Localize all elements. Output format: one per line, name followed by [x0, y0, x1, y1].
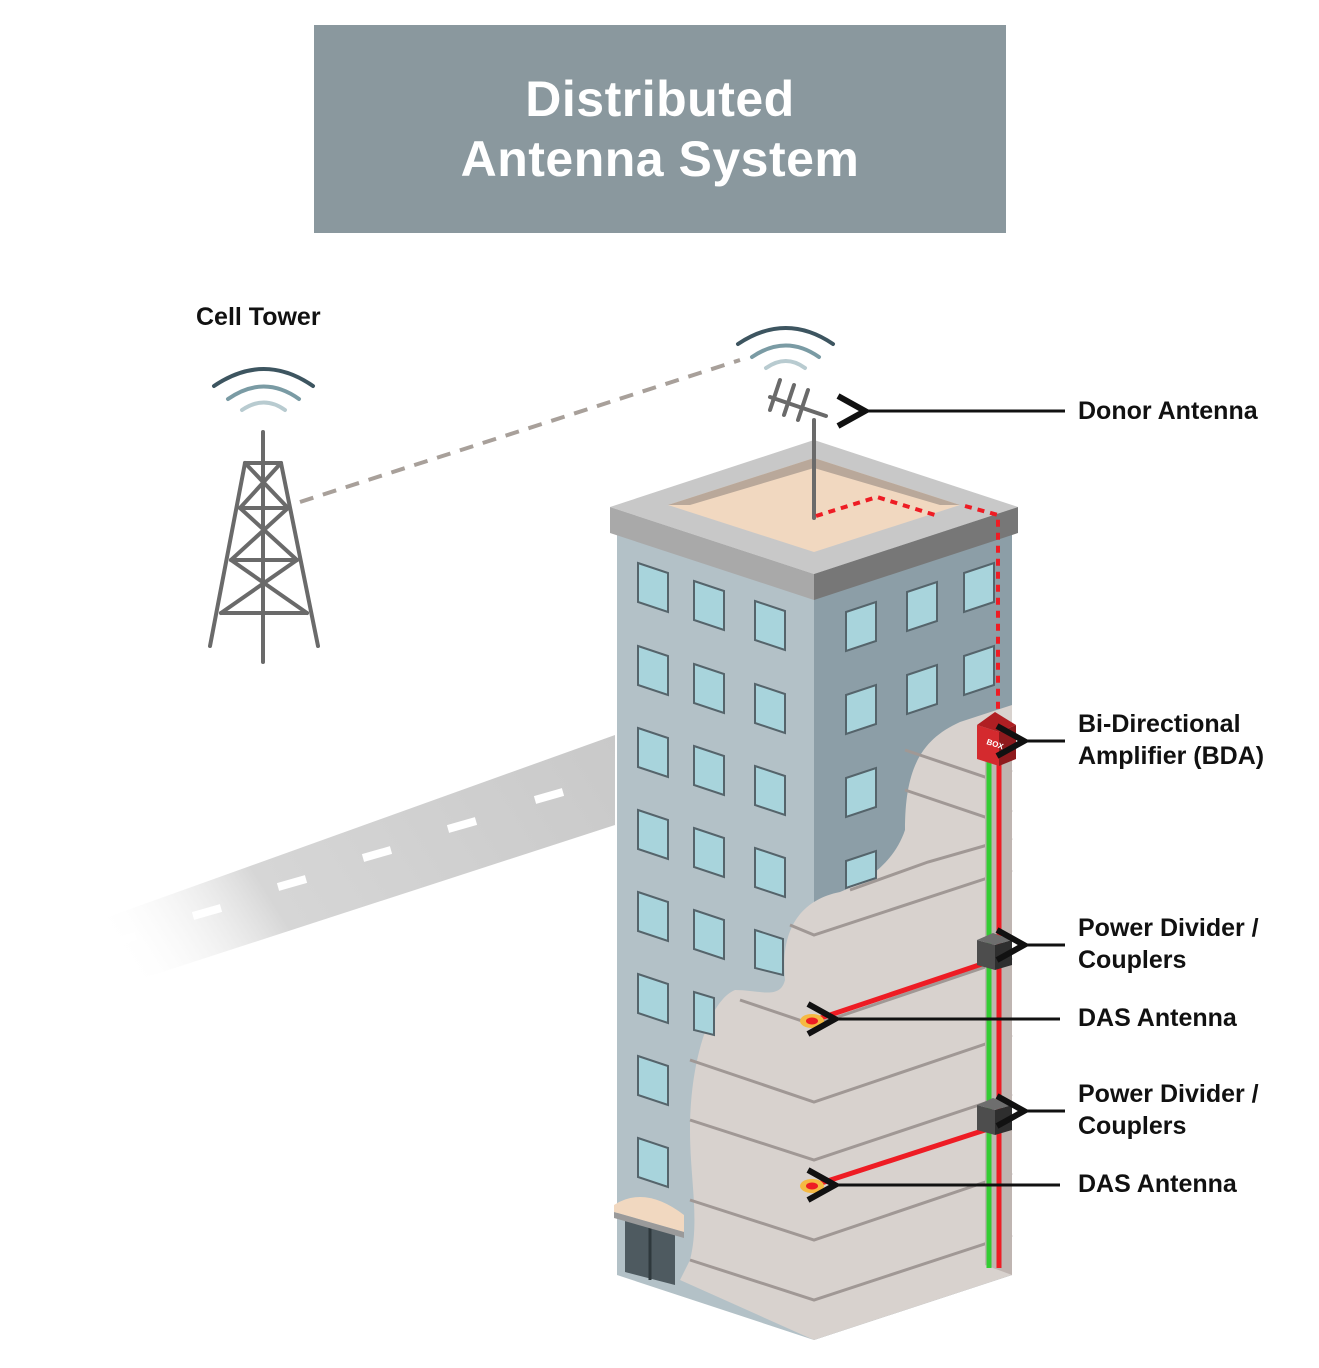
road: [30, 735, 615, 1015]
wireless-link: [299, 358, 741, 504]
das-antenna-1-icon: [800, 1014, 824, 1028]
building-cutaway: [680, 705, 1012, 1340]
cell-tower-label: Cell Tower: [196, 303, 321, 331]
callout-arrows: [835, 411, 1065, 1185]
front-windows: [637, 561, 786, 1189]
power-divider-1-label-line-1: Power Divider /: [1078, 914, 1259, 942]
power-divider-2-label-line-2: Couplers: [1078, 1112, 1187, 1140]
side-windows: [845, 561, 995, 890]
bda-label-line-2: Amplifier (BDA): [1078, 742, 1265, 770]
roof-cable: [815, 494, 1000, 712]
title-line-2: Antenna System: [460, 131, 860, 187]
bda-label-line-1: Bi-Directional: [1078, 710, 1241, 738]
floor-slabs: [689, 748, 1013, 1302]
donor-signal-icon: [736, 326, 835, 370]
roof-side-lip: [814, 507, 1018, 600]
das-antenna-2-icon: [800, 1179, 824, 1193]
donor-antenna-label: Donor Antenna: [1078, 397, 1258, 425]
tower-signal-icon: [212, 367, 315, 412]
donor-antenna-icon: [768, 378, 828, 520]
building: [610, 440, 1018, 1340]
title-banner: Distributed Antenna System: [314, 25, 1006, 233]
power-divider-2-icon: [977, 1098, 1012, 1135]
title-line-1: Distributed: [525, 71, 795, 127]
power-divider-2-label-line-1: Power Divider /: [1078, 1080, 1259, 1108]
power-divider-1-icon: [977, 933, 1012, 970]
roof-front-lip: [610, 507, 814, 600]
das-antenna-2-label: DAS Antenna: [1078, 1170, 1237, 1198]
power-divider-1-label-line-2: Couplers: [1078, 946, 1187, 974]
cell-tower-icon: [208, 430, 320, 664]
das-antenna-1-label: DAS Antenna: [1078, 1004, 1237, 1032]
entrance: [614, 1197, 684, 1285]
